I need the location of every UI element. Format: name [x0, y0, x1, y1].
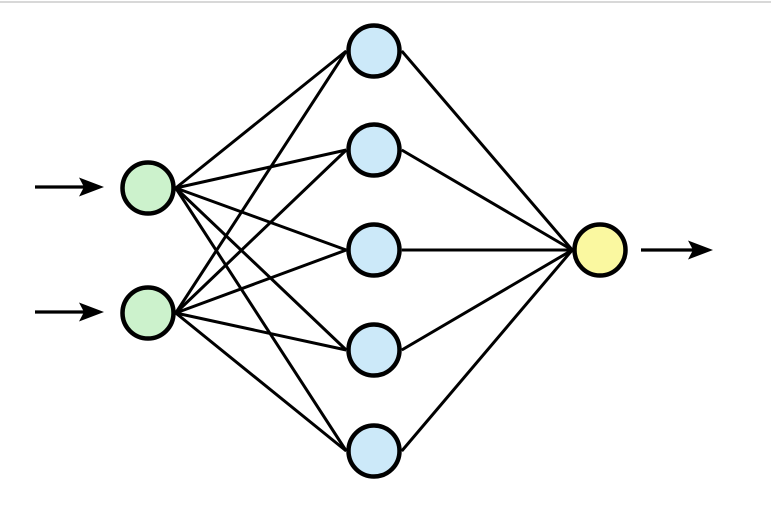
- edge-input-2-hidden-4: [175, 311, 347, 352]
- edge-input-2-hidden-1: [174, 50, 348, 314]
- edge-input-1-hidden-1: [174, 49, 348, 190]
- edge-hidden-5-output-1: [400, 249, 574, 452]
- edge-input-1-hidden-4: [174, 186, 348, 352]
- hidden-1-node: [346, 23, 402, 79]
- top-border-line: [0, 1, 771, 3]
- input-arrow-2-head-icon: [79, 302, 104, 322]
- edge-input-2-hidden-5: [174, 311, 348, 453]
- edge-input-2-hidden-2: [174, 148, 348, 315]
- input-1-node: [120, 160, 176, 216]
- edge-input-1-hidden-5: [174, 187, 348, 452]
- input-arrow-1-head-icon: [79, 177, 104, 197]
- output-arrow-head-icon: [688, 240, 713, 260]
- hidden-5-node: [346, 423, 402, 479]
- hidden-4-node: [346, 322, 402, 378]
- edge-input-1-hidden-3: [175, 186, 347, 252]
- output-1-node: [572, 222, 628, 278]
- edge-input-1-hidden-2: [175, 148, 347, 190]
- edge-hidden-1-output-1: [400, 50, 574, 251]
- edge-hidden-2-output-1: [400, 148, 574, 252]
- hidden-3-node: [346, 222, 402, 278]
- hidden-2-node: [346, 122, 402, 178]
- edge-hidden-4-output-1: [400, 248, 574, 352]
- edge-input-2-hidden-3: [175, 248, 347, 315]
- input-2-node: [120, 285, 176, 341]
